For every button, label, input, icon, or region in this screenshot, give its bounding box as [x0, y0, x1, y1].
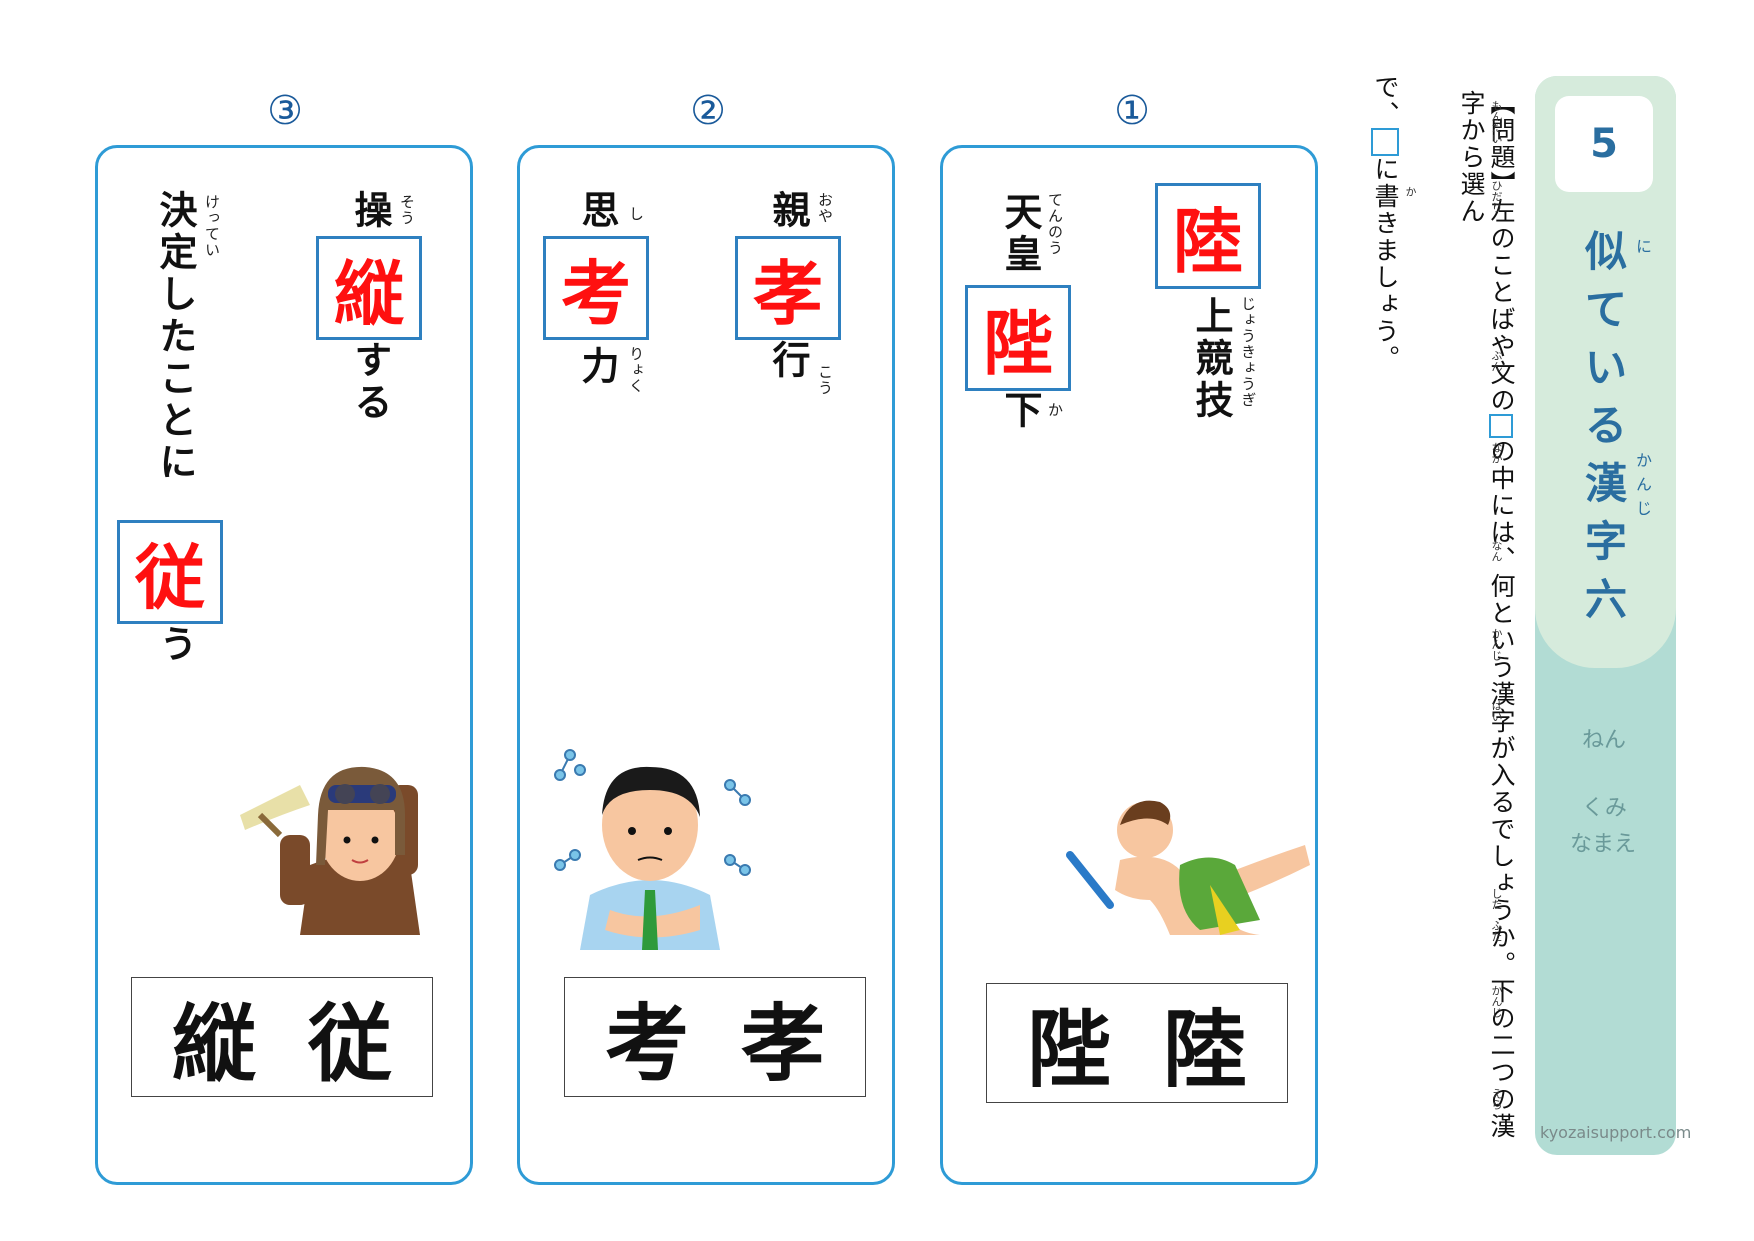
- instruction-line-2: で、に書きましょう。: [1370, 74, 1400, 474]
- word-tail-jokyogi: 上競技: [1189, 296, 1233, 422]
- word-tail-suru: する: [348, 340, 392, 424]
- choice-box-3: 縦 従: [131, 977, 433, 1097]
- ruby-bun: ぶん: [1490, 350, 1503, 372]
- instruction-text-a: 左のことばや文の: [1487, 198, 1516, 414]
- nen-label: ねん: [1582, 728, 1627, 753]
- answer-box-ko-think[interactable]: 考: [543, 236, 649, 340]
- word-head-oya: 親: [766, 190, 810, 232]
- answer-box-ju[interactable]: 縦: [316, 236, 422, 340]
- choice-box-1: 陛 陸: [986, 983, 1288, 1103]
- ruby-oya: おや: [816, 192, 834, 224]
- ruby-so: そう: [398, 194, 416, 226]
- ruby-naka: なか: [1490, 442, 1503, 464]
- ruby-nan: なん: [1490, 540, 1503, 562]
- word-text-kettei: 決定したことに: [153, 190, 197, 484]
- question-number-1: ①: [1114, 88, 1150, 134]
- choice-box-2: 考 孝: [564, 977, 866, 1097]
- title-char-6: 字: [1584, 517, 1627, 566]
- blank-square-icon: [1371, 128, 1399, 156]
- ruby-era: えら: [1490, 1088, 1503, 1110]
- answer-box-ko-filial[interactable]: 孝: [735, 236, 841, 340]
- title-char-4: る: [1584, 401, 1627, 450]
- worksheet-number: 5: [1555, 96, 1653, 192]
- word-head-so: 操: [348, 190, 392, 232]
- instruction-text-c: で、: [1371, 74, 1400, 128]
- answer-box-hei[interactable]: 陛: [965, 285, 1071, 391]
- ruby-mondai: もんだい: [1490, 100, 1503, 144]
- instruction-text-b: の中には、何という漢字が入るでしょうか。下の二つの漢字から選ん: [1457, 90, 1516, 1140]
- ruby-kanji-2: かんじ: [1490, 985, 1503, 1018]
- ruby-shi: し: [627, 206, 645, 222]
- word-tail-ko: 行: [766, 340, 810, 382]
- choice-2a[interactable]: 考: [604, 994, 689, 1093]
- choice-3a[interactable]: 縦: [171, 994, 256, 1093]
- ruby-shita: した: [1490, 888, 1503, 910]
- ruby-hidari: ひだり: [1490, 180, 1503, 213]
- ruby-hai: はい: [1490, 700, 1503, 722]
- namae-label: なまえ: [1570, 832, 1637, 857]
- blank-square-icon: [1489, 414, 1513, 438]
- runner-illustration: [1066, 800, 1310, 935]
- answer-box-riku[interactable]: 陸: [1155, 183, 1261, 289]
- choice-1a[interactable]: 陛: [1026, 1000, 1111, 1099]
- word-head-shi: 思: [575, 190, 619, 232]
- ruby-tenno: てんのう: [1046, 192, 1064, 256]
- ruby-jokyogi: じょうきょうぎ: [1239, 296, 1257, 408]
- ruby-ko: こう: [816, 364, 834, 396]
- ruby-ka: か: [1046, 402, 1064, 418]
- pilot-illustration: [240, 766, 420, 935]
- instruction-text-d: に書きましょう。: [1371, 156, 1400, 372]
- word-head-tenno: 天皇: [998, 192, 1042, 276]
- ruby-kanji-1: かんじ: [1490, 628, 1503, 661]
- ruby-kettei: けってい: [203, 194, 221, 258]
- ruby-ryoku: りょく: [627, 346, 645, 394]
- choice-2b[interactable]: 孝: [740, 994, 825, 1093]
- title-char-3: い: [1584, 343, 1627, 392]
- title-char-5: 漢: [1584, 459, 1627, 508]
- question-number-3: ③: [267, 88, 303, 134]
- kumi-label: くみ: [1582, 796, 1627, 821]
- word-tail-ryoku: 力: [575, 346, 619, 388]
- instruction-heading: 【問題】: [1487, 90, 1516, 198]
- title-char-1: 似: [1584, 227, 1627, 276]
- choice-3b[interactable]: 従: [307, 994, 392, 1093]
- word-tail-u: う: [153, 624, 197, 666]
- answer-box-shitagau[interactable]: 従: [117, 520, 223, 624]
- ruby-ka: か: [1404, 186, 1417, 197]
- question-number-2: ②: [690, 88, 726, 134]
- choice-1b[interactable]: 陸: [1162, 1000, 1247, 1099]
- instruction-line-1: 【問題】左のことばや文のの中には、何という漢字が入るでしょうか。下の二つの漢字か…: [1456, 90, 1516, 1150]
- word-tail-ka: 下: [998, 390, 1042, 432]
- thinking-man-illustration: [554, 749, 751, 950]
- ruby-futa: ふた: [1490, 920, 1503, 942]
- title-ruby-kanji: かんじ: [1633, 452, 1652, 524]
- title-ruby-ni: に: [1633, 238, 1652, 254]
- site-credit: kyozaisupport.com: [1540, 1123, 1692, 1142]
- title-char-7: 六: [1584, 575, 1627, 624]
- title-char-2: て: [1584, 285, 1627, 334]
